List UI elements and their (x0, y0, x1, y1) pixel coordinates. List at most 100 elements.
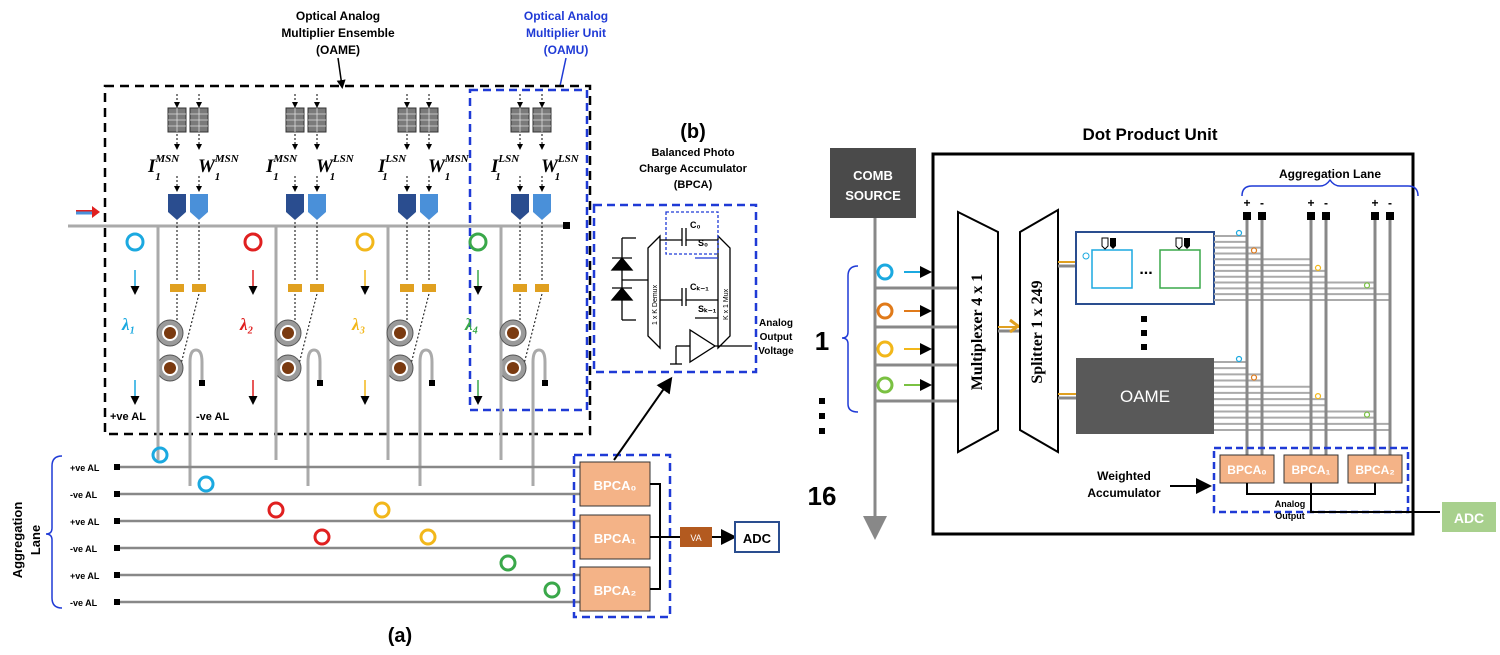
multiplexer: Multiplexer 4 x 1 (957, 210, 999, 454)
svg-text:Analog: Analog (1275, 499, 1306, 509)
module-ellipsis (1141, 316, 1147, 350)
r-analog-output-label: Analog Output (1275, 499, 1306, 521)
lane-ring (151, 446, 169, 464)
lane-brace (45, 455, 63, 609)
bus-terminator (563, 222, 570, 229)
bpca1-block: BPCA₁ (579, 514, 651, 560)
bpca-output-wires (650, 483, 680, 590)
comb-channel-2 (875, 302, 958, 329)
svg-text:BPCA₀: BPCA₀ (1227, 463, 1266, 477)
aggregation-lane-5: -ve AL (70, 598, 580, 608)
lane-ring (419, 528, 437, 546)
channel-brace (841, 265, 859, 413)
wavelength-ring (468, 232, 488, 252)
heater-icon (400, 284, 414, 292)
wavelength-ring (355, 232, 375, 252)
svg-text:Aggregation: Aggregation (10, 502, 25, 579)
b-label: (b) (680, 121, 706, 143)
dac-icon (190, 194, 208, 220)
bpca-zoom-arrow (613, 376, 673, 461)
dac-icon (308, 194, 326, 220)
polarity-label: + (1307, 196, 1314, 210)
svg-text:Weighted: Weighted (1097, 469, 1151, 483)
aggregation-lane-label: Aggregation Lane (10, 502, 43, 579)
aggregation-lanes: +ve AL-ve AL+ve AL-ve AL+ve AL-ve AL (70, 446, 580, 608)
comb-channel-1 (875, 263, 958, 290)
splitter-outputs (1058, 261, 1076, 400)
wavelength-ring (243, 232, 263, 252)
aggregation-lane-title: Aggregation Lane (1279, 167, 1381, 181)
polarity-label: + (1371, 196, 1378, 210)
lane-ring (197, 475, 215, 493)
svg-text:BPCA₀: BPCA₀ (594, 478, 637, 493)
aggregation-lane-3: -ve AL (70, 544, 580, 554)
heater-icon (310, 284, 324, 292)
dpu-box (931, 152, 1415, 536)
svg-text:Sₖ₋₁: Sₖ₋₁ (698, 304, 717, 314)
comb-channels (875, 263, 958, 403)
svg-text:Accumulator: Accumulator (1087, 486, 1161, 500)
comb-ring (876, 376, 894, 394)
svg-text:(BPCA): (BPCA) (674, 179, 713, 191)
svg-text:Balanced Photo: Balanced Photo (651, 147, 734, 159)
oame-title: Optical Analog Multiplier Ensemble (OAME… (281, 9, 395, 57)
svg-text:VA: VA (690, 533, 701, 543)
bpca-detail-box (592, 203, 758, 374)
bpca2-block: BPCA₂ (579, 566, 651, 612)
lane-label: -ve AL (70, 490, 98, 500)
comb-ring (876, 302, 894, 320)
svg-text:K x 1 Mux: K x 1 Mux (723, 288, 730, 320)
svg-text:Voltage: Voltage (758, 346, 794, 357)
svg-text:(OAMU): (OAMU) (544, 43, 589, 57)
vertical-ellipsis (819, 398, 825, 434)
svg-text:1 x K Demux: 1 x K Demux (652, 284, 659, 325)
a-label: (a) (388, 625, 412, 647)
lambda-label: λ₄ (464, 315, 478, 334)
aggregation-lane-4: +ve AL (70, 571, 580, 581)
svg-text:BPCA₂: BPCA₂ (1355, 463, 1394, 477)
svg-text:Multiplier Ensemble: Multiplier Ensemble (281, 26, 395, 40)
comb-source: COMB SOURCE (830, 148, 916, 218)
lambda-label: λ₂ (239, 315, 254, 334)
bpca0-block: BPCA₀ (579, 461, 651, 507)
svg-text:(OAME): (OAME) (316, 43, 360, 57)
comb-channel-4 (875, 376, 958, 403)
svg-text:Multiplexer 4 x 1: Multiplexer 4 x 1 (969, 274, 986, 391)
bpca-circuit-labels: C₀ S₀ Cₖ₋₁ Sₖ₋₁ 1 x K Demux K x 1 Mux An… (652, 220, 794, 357)
r-bpca-output-wires (1246, 483, 1440, 513)
splitter: Splitter 1 x 249 (1019, 208, 1059, 454)
lambda-label: λ₁ (121, 315, 135, 334)
svg-text:S₀: S₀ (698, 238, 708, 248)
dac-icon (286, 194, 304, 220)
lambda-label: λ₃ (351, 315, 366, 334)
lane-label: +ve AL (70, 571, 100, 581)
lane-ring (543, 581, 561, 599)
svg-text:Charge Accumulator: Charge Accumulator (639, 163, 748, 175)
svg-text:BPCA₂: BPCA₂ (594, 583, 637, 598)
bpca-circuit (610, 211, 752, 365)
lane-label: -ve AL (70, 598, 98, 608)
lane-ring (373, 501, 391, 519)
svg-text:OAME: OAME (1120, 387, 1170, 406)
oamu-title: Optical Analog Multiplier Unit (OAMU) (524, 9, 608, 57)
svg-text:Optical Analog: Optical Analog (296, 9, 380, 23)
va-block: VA (680, 527, 712, 547)
svg-text:COMB: COMB (853, 168, 893, 183)
oamu-module: ... (1075, 231, 1215, 305)
lane-label: +ve AL (70, 463, 100, 473)
pos-al-label: +ve AL (110, 411, 146, 423)
num-16: 16 (808, 481, 837, 511)
heater-icon (513, 284, 527, 292)
weighted-accumulator-label: Weighted Accumulator (1087, 469, 1161, 500)
oamu-box (468, 88, 589, 412)
adc-left-block: ADC (734, 521, 780, 553)
